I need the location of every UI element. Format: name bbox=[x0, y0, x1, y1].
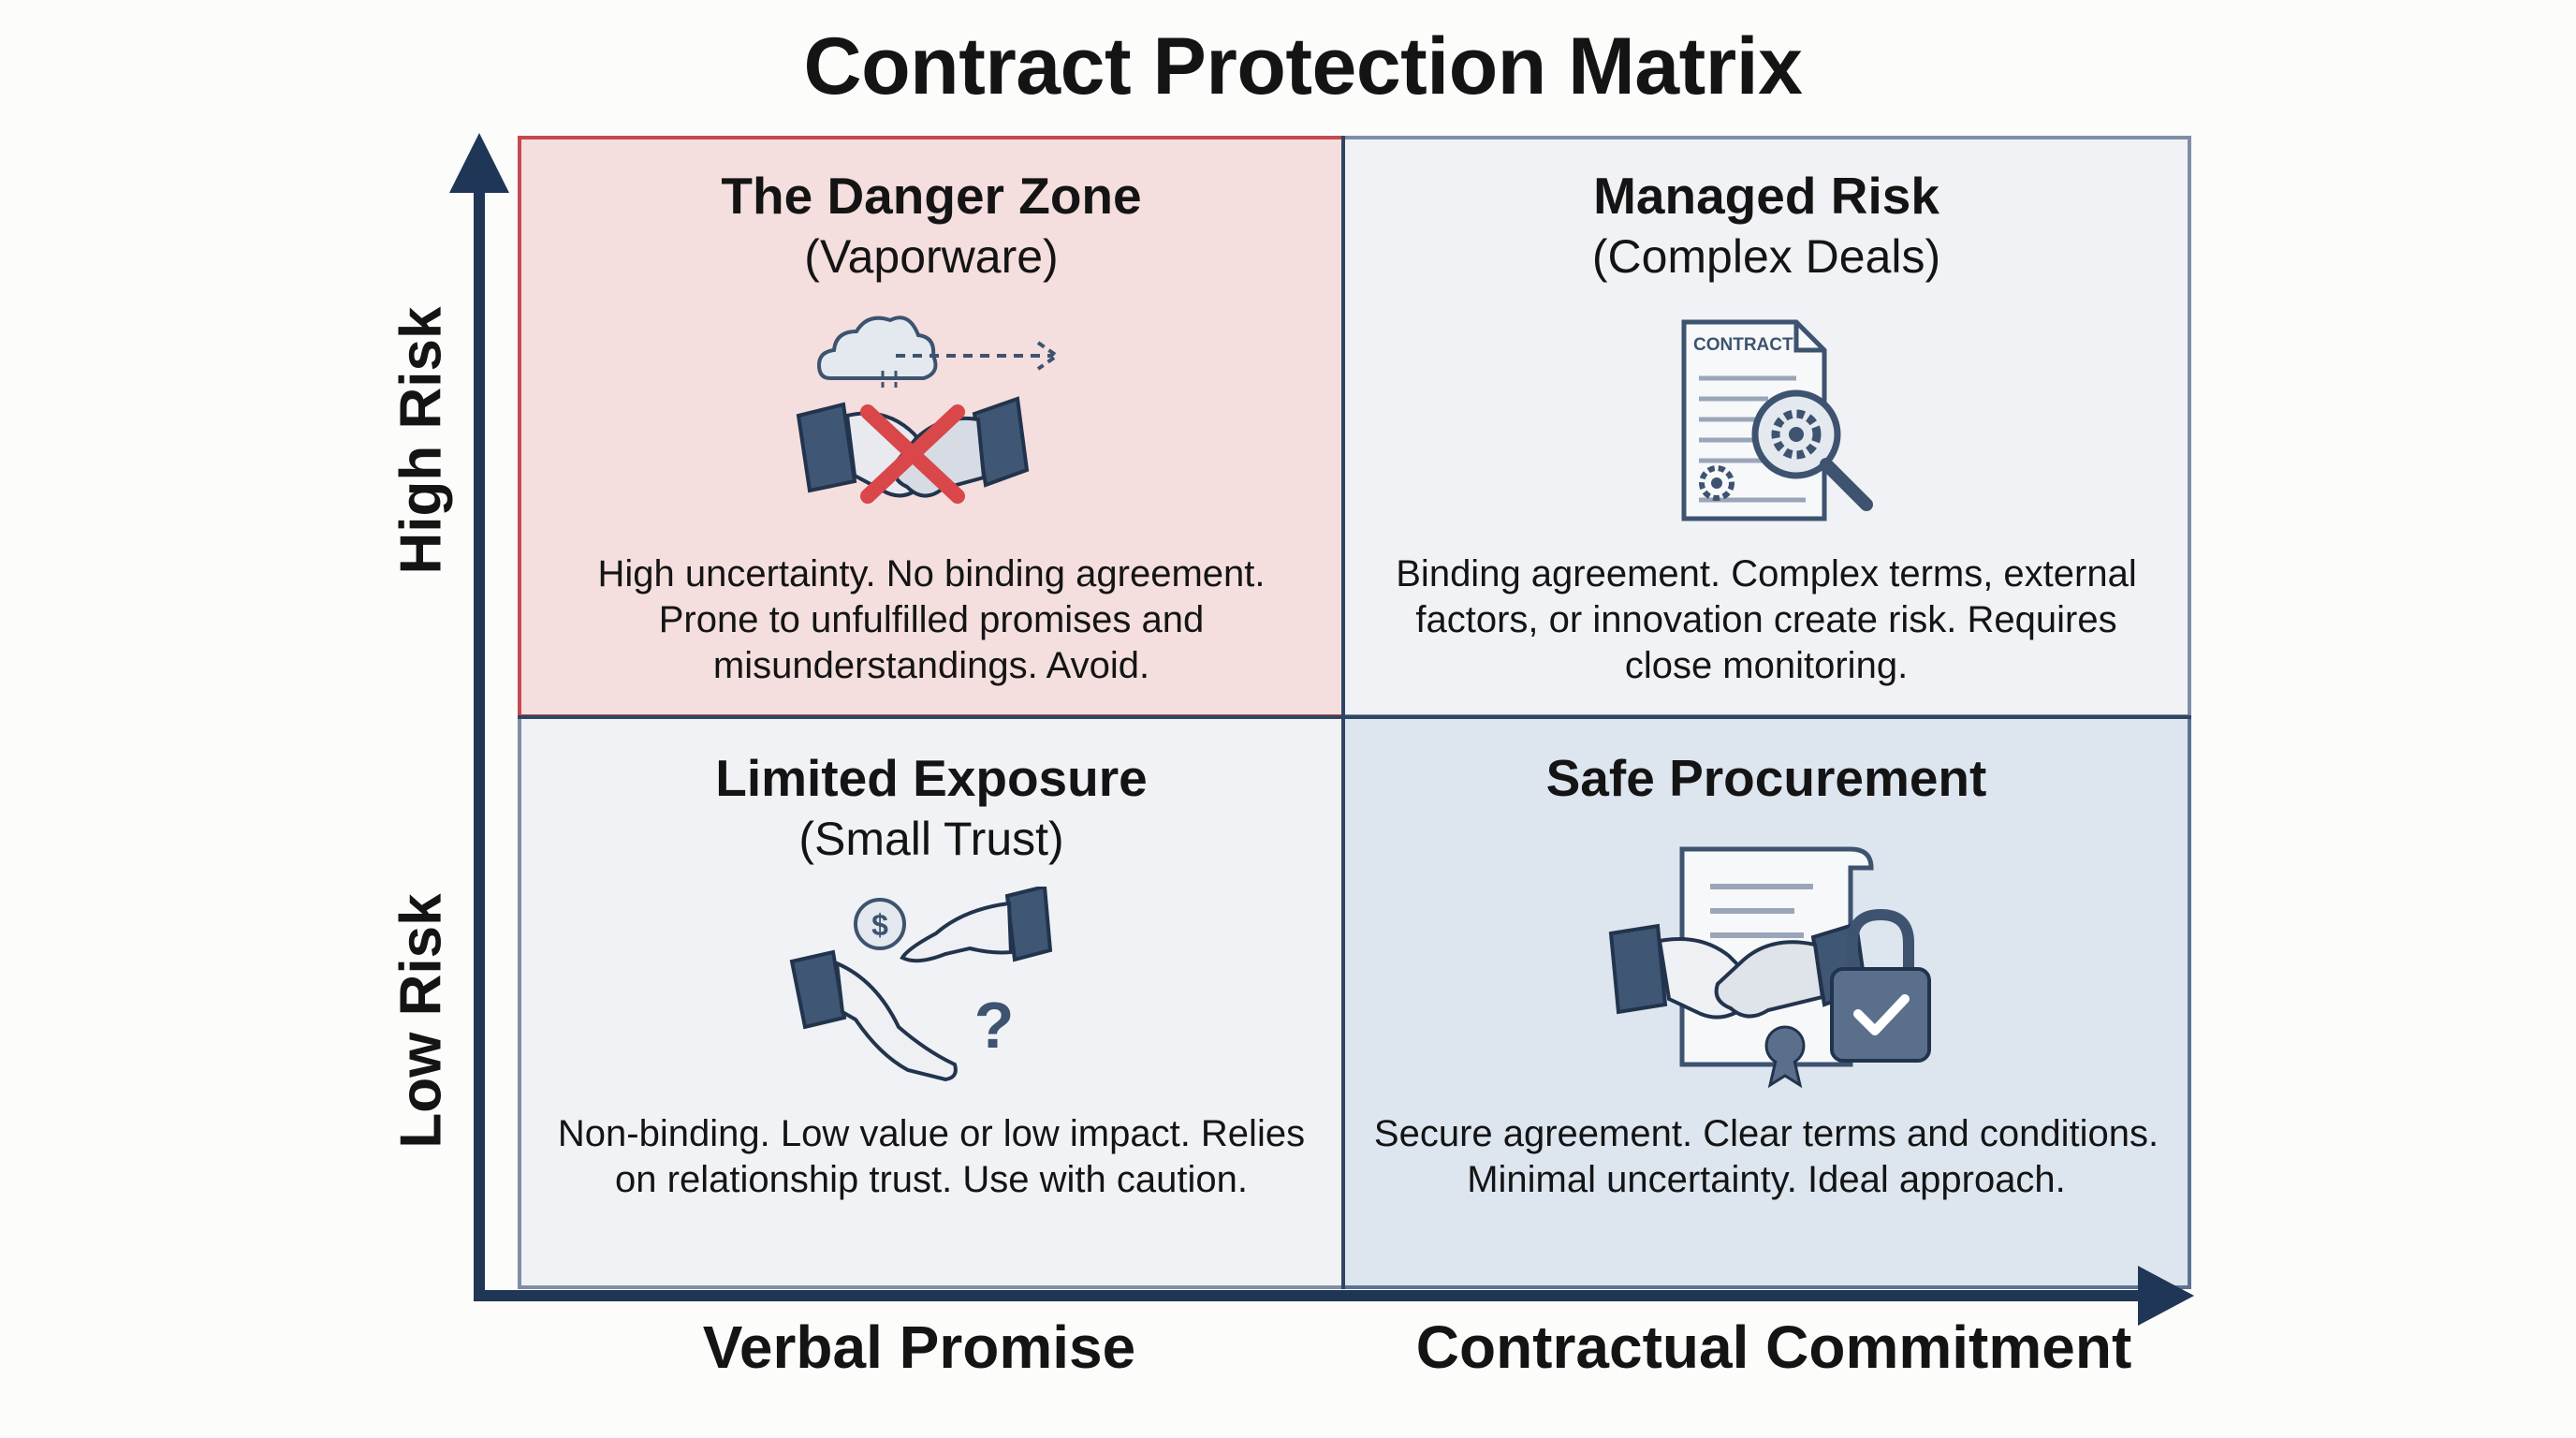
svg-text:$: $ bbox=[871, 908, 888, 942]
contract-label: CONTRACT bbox=[1693, 335, 1793, 355]
quadrant-subtitle: (Complex Deals) bbox=[1591, 230, 1941, 283]
quadrant-subtitle: (Small Trust) bbox=[798, 813, 1064, 865]
quadrant-danger-zone: The Danger Zone (Vaporware) High uncerta… bbox=[518, 136, 1345, 718]
x-axis-label-right: Contractual Commitment bbox=[1415, 1313, 2132, 1381]
y-axis-label-high: High Risk bbox=[388, 306, 454, 575]
handshake-lock-icon bbox=[1608, 846, 1931, 1089]
quadrant-description: Binding agreement. Complex terms, extern… bbox=[1396, 553, 2137, 686]
x-axis-label-left: Verbal Promise bbox=[702, 1313, 1136, 1381]
quadrant-description: Non-binding. Low value or low impact. Re… bbox=[557, 1113, 1306, 1200]
quadrant-managed-risk: Managed Risk (Complex Deals) CONTRACT Bi… bbox=[1345, 136, 2191, 718]
quadrant-description: Secure agreement. Clear terms and condit… bbox=[1373, 1113, 2159, 1200]
vertical-divider bbox=[1341, 136, 1345, 1289]
quadrant-limited-exposure: Limited Exposure (Small Trust) $ ? Non-b… bbox=[518, 718, 1345, 1289]
hands-coin-question-icon: $ ? bbox=[789, 887, 1053, 1082]
svg-text:?: ? bbox=[974, 989, 1015, 1062]
quadrant-safe-procurement: Safe Procurement Secure agreement. Clear… bbox=[1345, 718, 2191, 1289]
quadrant-title: Managed Risk bbox=[1593, 167, 1939, 225]
y-axis-arrow-icon bbox=[449, 133, 509, 193]
y-axis-label-low: Low Risk bbox=[388, 893, 454, 1149]
quadrant-subtitle: (Vaporware) bbox=[804, 230, 1059, 283]
horizontal-divider bbox=[518, 715, 2191, 719]
quadrant-title: Safe Procurement bbox=[1545, 749, 1987, 807]
broken-handshake-cloud-icon bbox=[796, 315, 1061, 504]
quadrant-title: The Danger Zone bbox=[721, 167, 1142, 225]
contract-magnifier-icon: CONTRACT bbox=[1681, 319, 1873, 521]
quadrant-title: Limited Exposure bbox=[715, 749, 1148, 807]
quadrant-description: High uncertainty. No binding agreement. … bbox=[597, 553, 1266, 686]
diagram-title: Contract Protection Matrix bbox=[803, 22, 1803, 111]
